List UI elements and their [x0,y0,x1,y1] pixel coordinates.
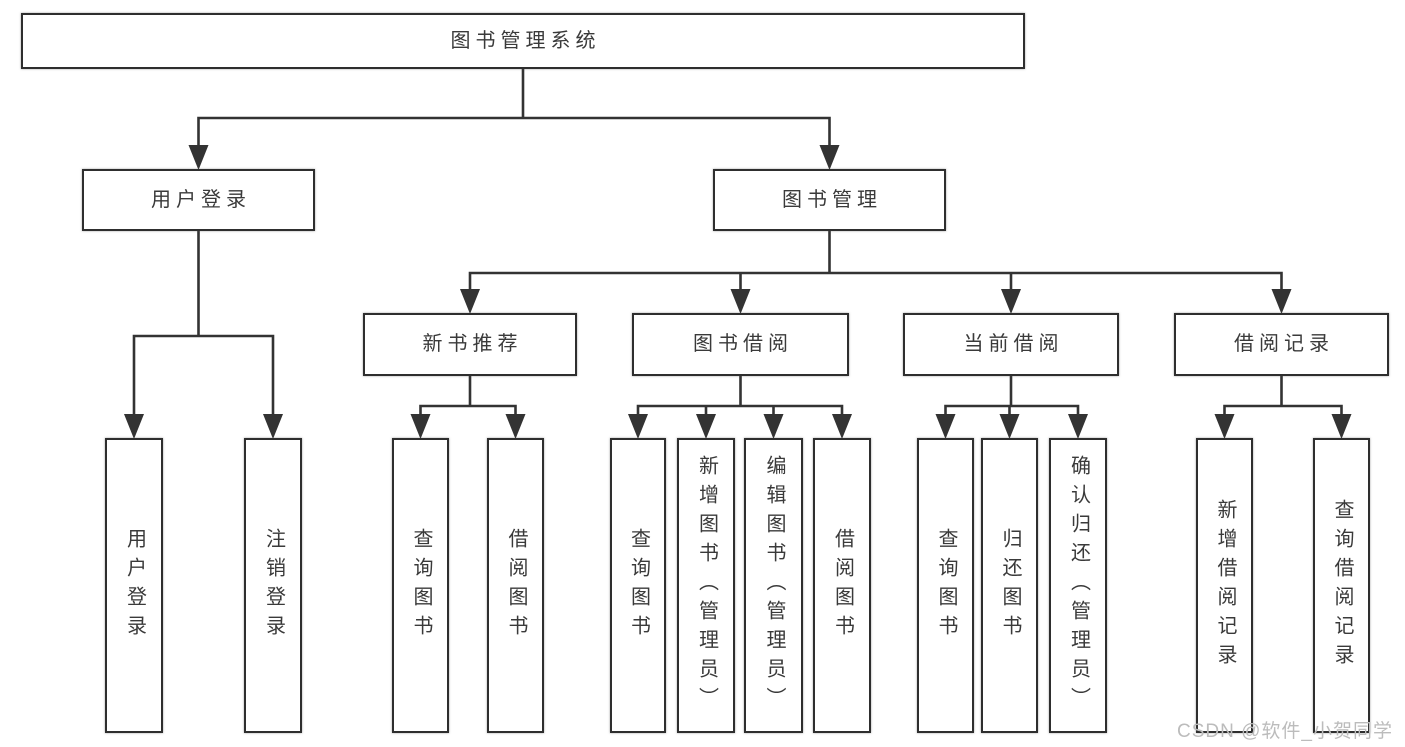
arrowhead-icon [124,414,144,439]
connector-current-borrow [935,375,1088,439]
leaf-nbr-borrow-box: 借阅图书 [487,438,544,733]
connector-user-login [124,230,283,439]
book-borrow-label: 图书借阅 [693,333,793,355]
leaf-cb-query-label: 查询图书 [935,527,957,644]
connector-book-borrow [628,375,852,439]
borrow-records-box: 借阅记录 [1174,313,1389,376]
leaf-logout-box: 注销登录 [244,438,302,733]
book-mgmt-label: 图书管理 [782,188,882,211]
leaf-cb-return-label: 归还图书 [999,527,1021,644]
user-login-box: 用户登录 [82,169,315,231]
connector-path [419,375,517,419]
borrow-records-label: 借阅记录 [1234,333,1334,355]
arrowhead-icon [188,145,209,170]
arrowhead-icon [832,414,852,439]
new-book-rec-label: 新书推荐 [422,333,523,355]
leaf-bb-query-label: 查询图书 [627,527,650,644]
arrowhead-icon [1331,414,1352,439]
leaf-nbr-borrow-label: 借阅图书 [505,527,527,644]
arrowhead-icon [263,414,283,439]
leaf-bb-edit-box: 编辑图书（管理员） [744,438,803,733]
arrowhead-icon [999,414,1020,439]
book-mgmt-box: 图书管理 [713,169,946,231]
watermark: CSDN @软件_小贺同学 [1177,721,1393,742]
leaf-cb-return-box: 归还图书 [981,438,1038,733]
leaf-cb-query-box: 查询图书 [917,438,974,733]
arrowhead-icon [1001,289,1021,314]
root-box: 图书管理系统 [21,13,1025,69]
connector-path [468,230,1283,294]
root-label: 图书管理系统 [450,29,601,52]
leaf-bb-edit-label: 编辑图书（管理员） [763,455,785,716]
arrowhead-icon [730,289,751,314]
leaf-br-add-label: 新增借阅记录 [1214,498,1236,673]
arrowhead-icon [460,289,480,314]
current-borrow-box: 当前借阅 [903,313,1119,376]
leaf-bb-add-box: 新增图书（管理员） [677,438,735,733]
connector-borrow-records [1214,375,1352,439]
leaf-nbr-query-label: 查询图书 [410,527,432,644]
leaf-bb-add-label: 新增图书（管理员） [695,455,718,716]
arrowhead-icon [1214,414,1235,439]
leaf-br-query-label: 查询借阅记录 [1331,498,1353,673]
arrowhead-icon [696,414,716,439]
connector-path [636,375,844,419]
new-book-rec-box: 新书推荐 [363,313,577,376]
leaf-bb-borrow-box: 借阅图书 [813,438,871,733]
leaf-user-login-label: 用户登录 [123,527,146,644]
arrowhead-icon [819,145,840,170]
leaf-user-login-box: 用户登录 [105,438,163,733]
leaf-bb-query-box: 查询图书 [610,438,666,733]
book-borrow-box: 图书借阅 [632,313,849,376]
leaf-br-add-box: 新增借阅记录 [1196,438,1253,733]
arrowhead-icon [935,414,956,439]
arrowhead-icon [628,414,648,439]
connector-book-mgmt [460,230,1292,314]
connector-root [188,68,840,170]
connector-path [197,68,831,150]
arrowhead-icon [1068,414,1088,439]
connector-path [944,375,1080,419]
connector-path [132,230,275,419]
leaf-logout-label: 注销登录 [262,527,285,644]
connector-path [1223,375,1343,419]
user-login-label: 用户登录 [151,188,251,211]
arrowhead-icon [410,414,431,439]
leaf-br-query-box: 查询借阅记录 [1313,438,1370,733]
leaf-nbr-query-box: 查询图书 [392,438,449,733]
leaf-bb-borrow-label: 借阅图书 [831,527,854,644]
current-borrow-label: 当前借阅 [963,333,1064,355]
arrowhead-icon [1271,289,1292,314]
leaf-cb-confirm-box: 确认归还（管理员） [1049,438,1107,733]
arrowhead-icon [763,414,784,439]
leaf-cb-confirm-label: 确认归还（管理员） [1067,455,1090,716]
connector-new-book-rec [410,375,526,439]
arrowhead-icon [505,414,526,439]
